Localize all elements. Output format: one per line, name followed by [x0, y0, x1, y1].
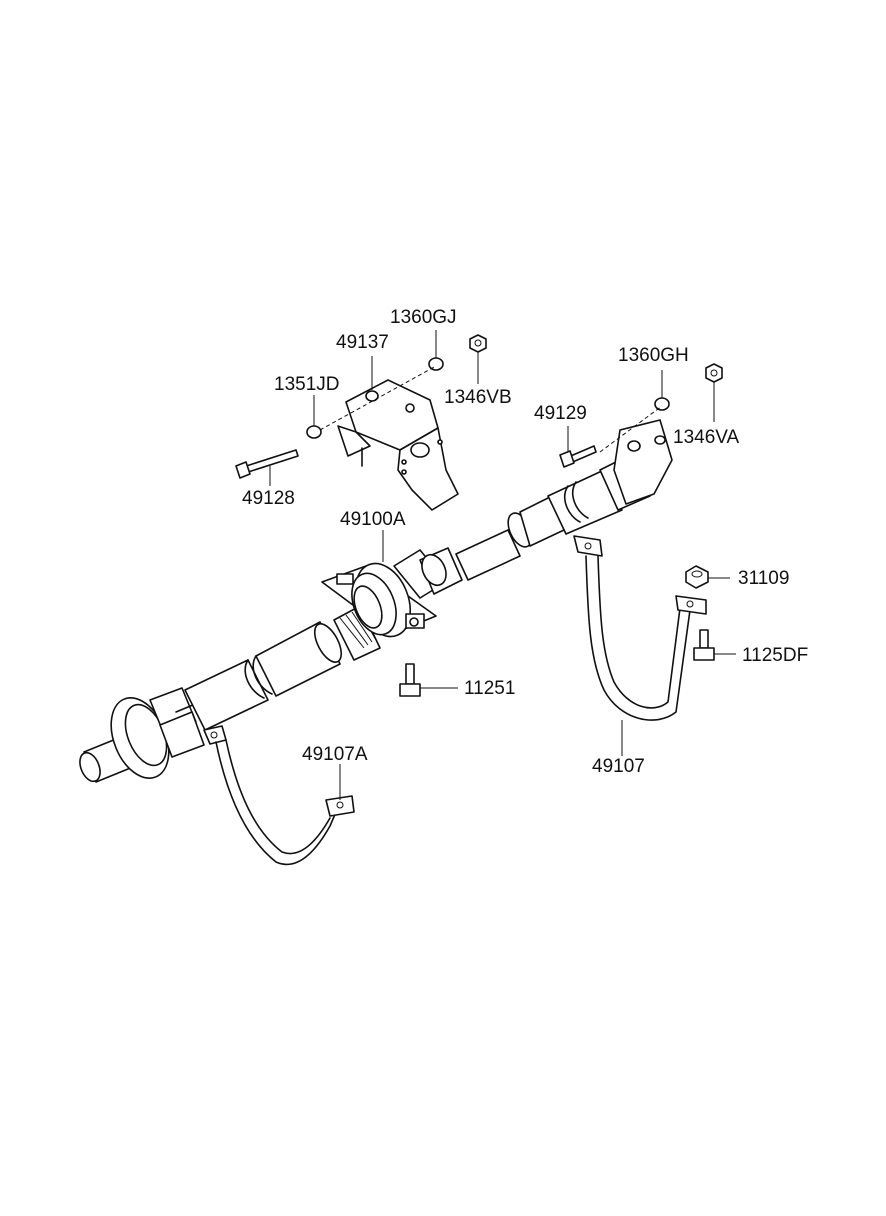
leader-lines	[269, 330, 736, 800]
label-1346VA: 1346VA	[673, 427, 740, 448]
safety-strap-49107	[573, 535, 707, 721]
bolt-1125DF	[693, 629, 715, 661]
nut-31109	[685, 565, 709, 589]
label-49107: 49107	[592, 756, 645, 777]
center-bearing-assembly	[321, 562, 437, 638]
safety-strap-49107A	[203, 725, 355, 866]
label-49137: 49137	[336, 332, 389, 353]
label-11251: 11251	[464, 678, 516, 699]
propeller-shaft-rear-section	[79, 605, 381, 783]
bolt-11251	[399, 663, 421, 697]
propeller-shaft-front-section	[393, 419, 673, 599]
label-1346VB: 1346VB	[444, 387, 512, 408]
washer-1360GH	[654, 397, 670, 411]
bolt-49128	[235, 449, 299, 479]
label-49100A: 49100A	[340, 509, 406, 530]
label-1360GJ: 1360GJ	[390, 307, 457, 328]
label-1360GH: 1360GH	[618, 345, 689, 366]
label-49129: 49129	[534, 403, 587, 424]
nut-1346VA	[705, 363, 723, 383]
label-49128: 49128	[242, 488, 295, 509]
label-1125DF: 1125DF	[742, 645, 809, 666]
label-31109: 31109	[738, 568, 790, 589]
bolt-49129	[559, 445, 597, 468]
label-1351JD: 1351JD	[274, 374, 340, 395]
nut-1346VB	[469, 334, 487, 353]
label-49107A: 49107A	[302, 744, 368, 765]
mounting-bracket-49137	[337, 379, 459, 511]
washer-1351JD	[306, 425, 322, 439]
